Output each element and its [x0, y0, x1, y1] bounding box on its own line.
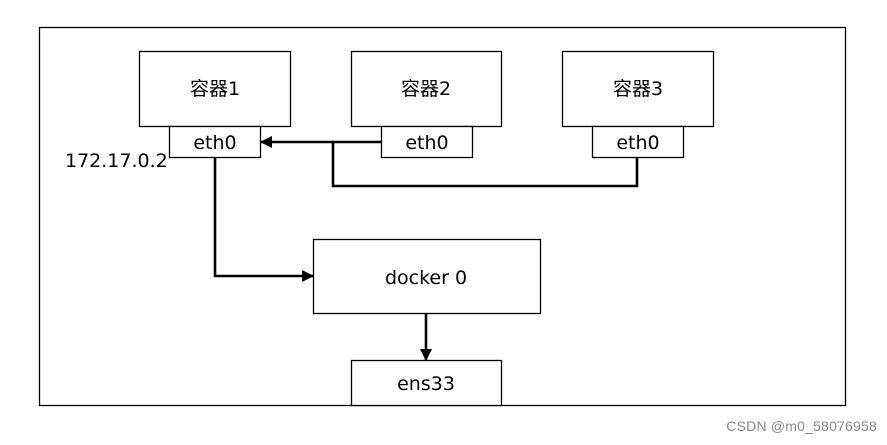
connector-eth0-2-3-to-eth0-1: [331, 140, 639, 188]
container-3-label: 容器3: [613, 78, 663, 100]
container-1-eth0-label: eth0: [193, 132, 236, 154]
container-2-eth0-label: eth0: [405, 132, 448, 154]
arrow-eth0-to-docker0: [213, 158, 314, 282]
container-1-eth0-box: [168, 125, 262, 159]
docker0-bridge-label: docker 0: [385, 267, 467, 289]
ens33-interface-label: ens33: [397, 373, 455, 395]
container-3-eth0-label: eth0: [616, 132, 659, 154]
ens33-interface-box: [350, 359, 503, 407]
container-2-label: 容器2: [401, 78, 451, 100]
ip-address-label: 172.17.0.2: [65, 150, 168, 172]
container-1-label: 容器1: [190, 78, 240, 100]
container-3-eth0-box: [591, 125, 685, 159]
watermark: CSDN @m0_58076958: [726, 418, 877, 434]
container-2-box: [350, 50, 503, 128]
container-2-eth0-box: [380, 125, 474, 159]
